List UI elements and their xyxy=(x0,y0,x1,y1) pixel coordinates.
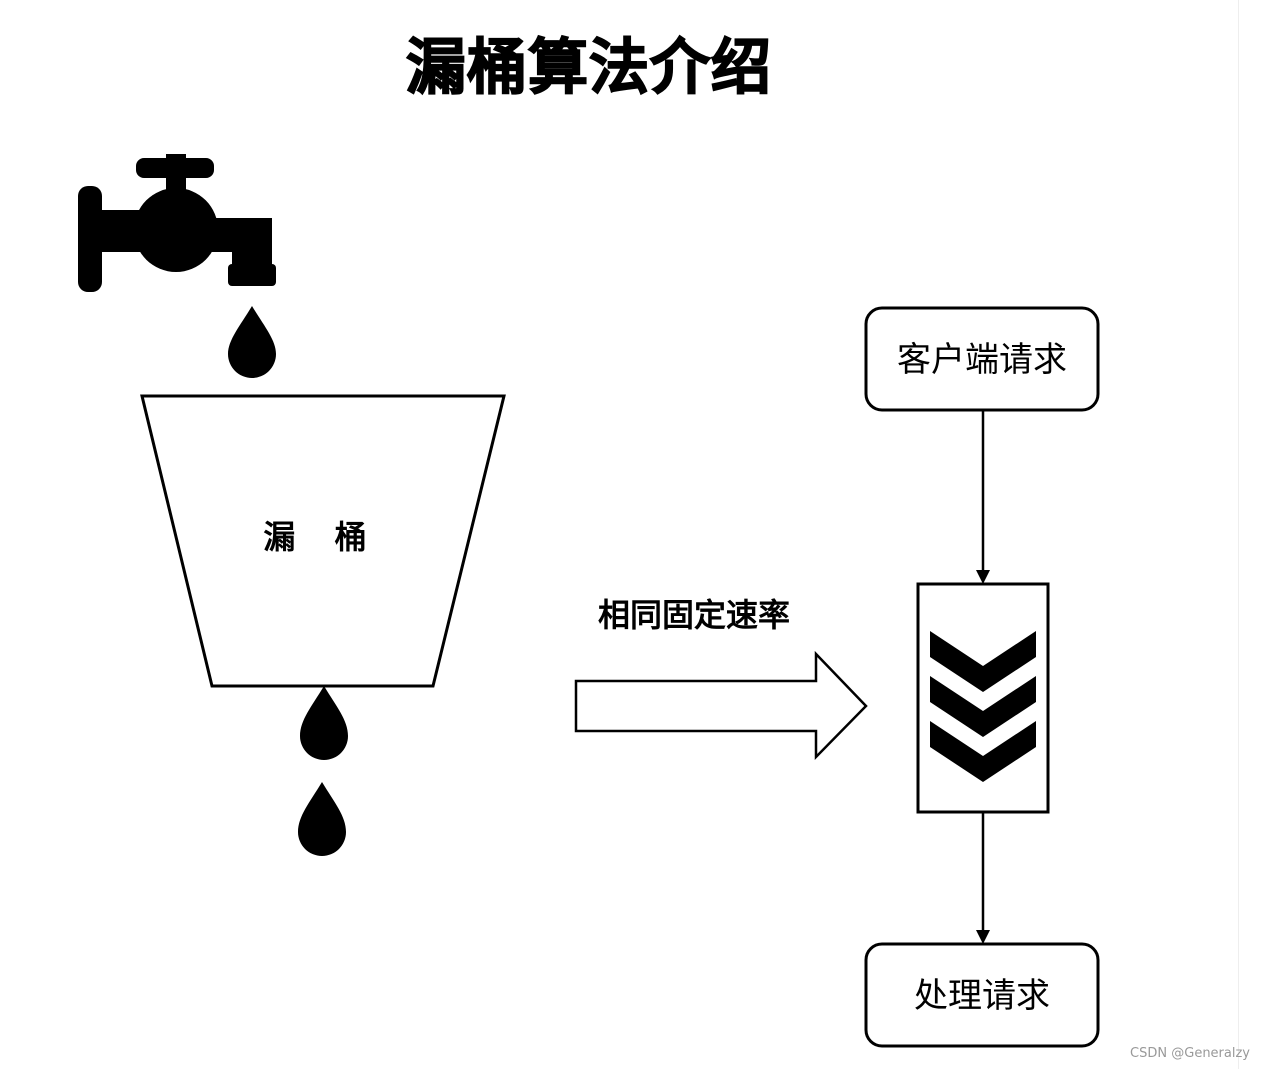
process-request-box xyxy=(864,942,1100,1048)
water-drop-icon xyxy=(300,686,348,760)
water-drop-icon xyxy=(298,782,346,856)
client-request-label: 客户端请求 xyxy=(897,340,1067,380)
arrow-icon xyxy=(574,650,868,761)
rate-label: 相同固定速率 xyxy=(598,596,790,634)
arrowhead xyxy=(976,570,990,584)
page-title: 漏桶算法介绍 xyxy=(405,32,772,104)
water-drop-icon xyxy=(228,306,276,378)
chevron-queue-icon xyxy=(930,631,1036,782)
bucket-label: 漏 桶 xyxy=(263,518,380,556)
watermark: CSDN @Generalzy xyxy=(1130,1046,1250,1061)
process-request-label: 处理请求 xyxy=(914,976,1050,1016)
bucket-shape xyxy=(140,394,506,688)
faucet-icon xyxy=(78,154,276,292)
right-edge-line xyxy=(1238,0,1239,1069)
arrowhead xyxy=(976,930,990,944)
